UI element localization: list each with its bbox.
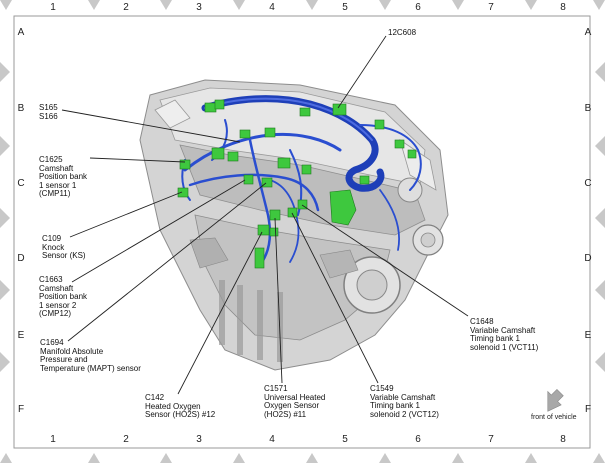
connector-c1694 — [261, 177, 273, 188]
grid-col-top-5: 5 — [342, 2, 348, 13]
grid-col-top-7: 7 — [488, 2, 494, 13]
callout-c1648: C1648 Variable Camshaft Timing bank 1 so… — [470, 317, 539, 352]
grid-col-bottom-6: 6 — [415, 434, 421, 445]
callout-12c608: 12C608 — [388, 28, 417, 37]
front-of-vehicle-label: front of vehicle — [531, 414, 577, 421]
callout-c1663: C1663 Camshaft Position bank 1 sensor 2 … — [39, 275, 88, 319]
grid-col-top-4: 4 — [269, 2, 275, 13]
grid-col-bottom-4: 4 — [269, 434, 275, 445]
wiring-harness — [181, 95, 422, 264]
grid-row-left-b: B — [17, 103, 25, 114]
grid-markers-left — [0, 62, 10, 372]
grid-col-top-8: 8 — [560, 2, 566, 13]
grid-col-bottom-3: 3 — [196, 434, 202, 445]
connector-c109 — [177, 187, 189, 198]
grid-col-bottom-1: 1 — [50, 434, 56, 445]
grid-markers-bottom — [0, 453, 605, 463]
callout-c142: C142 Heated Oxygen Sensor (HO2S) #12 — [145, 393, 216, 420]
connector-c1663 — [243, 174, 254, 185]
grid-row-right-a: A — [584, 27, 592, 38]
connector-12c608 — [332, 103, 347, 116]
grid-row-left-c: C — [17, 178, 25, 189]
grid-markers-top — [0, 0, 605, 10]
grid-col-bottom-5: 5 — [342, 434, 348, 445]
grid-col-top-6: 6 — [415, 2, 421, 13]
front-of-vehicle-arrow-icon — [547, 388, 564, 412]
callout-s165-s166: S165 S166 — [39, 103, 58, 121]
connector-c1625 — [179, 159, 191, 170]
connector-c1648 — [297, 199, 308, 210]
grid-col-bottom-7: 7 — [488, 434, 494, 445]
connectors — [177, 99, 417, 269]
grid-col-top-1: 1 — [50, 2, 56, 13]
grid-col-bottom-2: 2 — [123, 434, 129, 445]
connector-vct-block — [329, 189, 357, 226]
grid-row-right-d: D — [584, 253, 592, 264]
callout-c1571: C1571 Universal Heated Oxygen Sensor (HO… — [264, 384, 326, 419]
grid-markers-right — [595, 62, 605, 372]
callout-c109: C109 Knock Sensor (KS) — [42, 234, 86, 261]
grid-col-top-3: 3 — [196, 2, 202, 13]
grid-row-left-d: D — [17, 253, 25, 264]
grid-row-left-f: F — [17, 404, 25, 415]
grid-row-left-e: E — [17, 330, 25, 341]
grid-row-right-e: E — [584, 330, 592, 341]
grid-col-bottom-8: 8 — [560, 434, 566, 445]
callout-c1549: C1549 Variable Camshaft Timing bank 1 so… — [370, 384, 439, 419]
grid-row-right-b: B — [584, 103, 592, 114]
grid-row-left-a: A — [17, 27, 25, 38]
connector-c142 — [257, 224, 270, 236]
leader-lines — [61, 35, 469, 395]
grid-row-right-f: F — [584, 404, 592, 415]
grid-col-top-2: 2 — [123, 2, 129, 13]
frame-border — [13, 15, 591, 449]
connector-c1549 — [287, 207, 298, 218]
engine-illustration — [139, 79, 449, 371]
grid-row-right-c: C — [584, 178, 592, 189]
callout-c1694: C1694 Manifold Absolute Pressure and Tem… — [40, 338, 141, 373]
callout-c1625: C1625 Camshaft Position bank 1 sensor 1 … — [39, 155, 88, 199]
